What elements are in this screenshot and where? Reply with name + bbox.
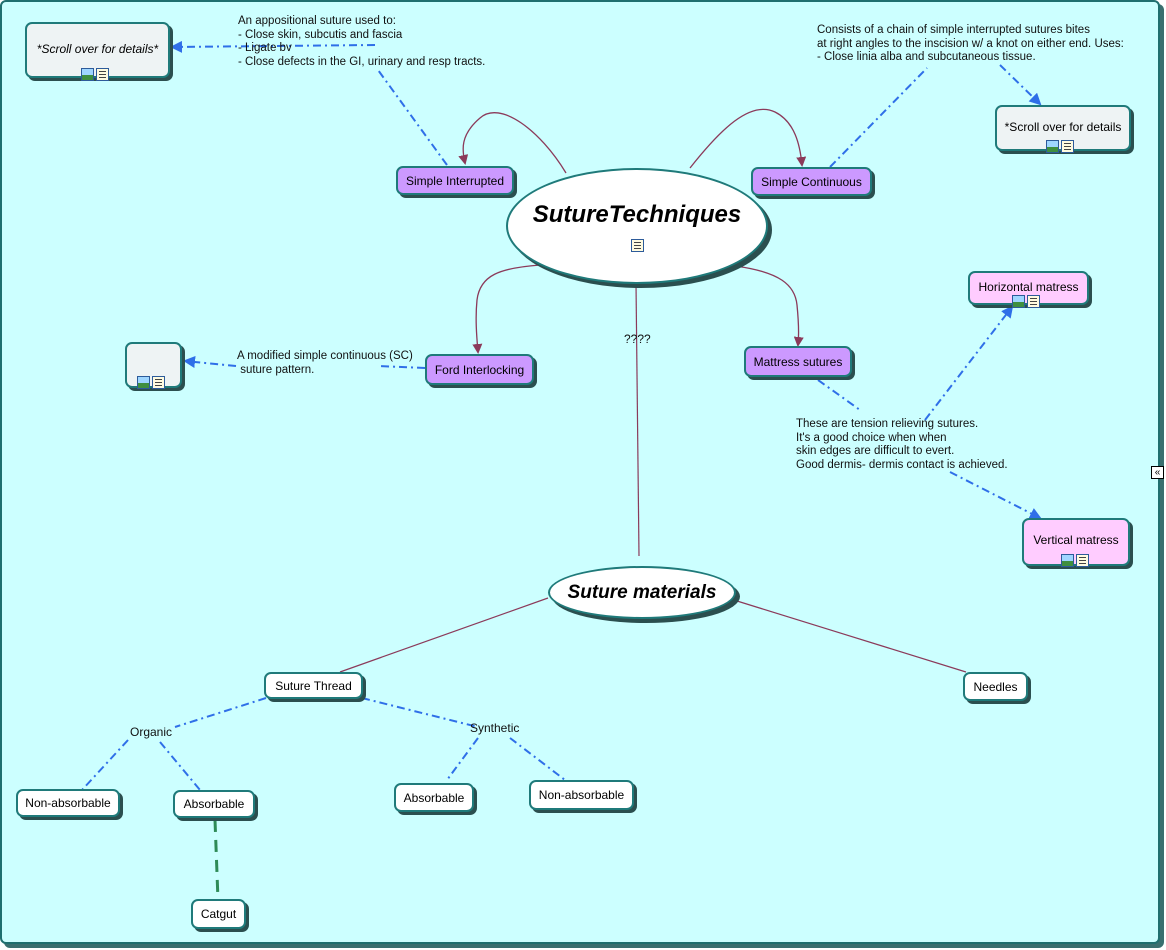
collapse-panel-icon[interactable]: « — [1151, 466, 1164, 479]
node-simple-continuous[interactable]: Simple Continuous — [751, 167, 872, 196]
detail-box-label: *Scroll over for details — [1004, 120, 1122, 134]
node-catgut[interactable]: Catgut — [191, 899, 246, 929]
note-icon[interactable] — [1076, 554, 1089, 567]
link-label-central-materials: ???? — [624, 332, 651, 346]
image-icon[interactable] — [1046, 140, 1059, 153]
node-label: Non-absorbable — [538, 788, 625, 802]
node-label: Absorbable — [403, 790, 465, 805]
note-ford-interlocking: A modified simple continuous (SC) suture… — [237, 350, 413, 376]
node-organic-absorbable[interactable]: Absorbable — [173, 790, 255, 818]
note-icon[interactable] — [1027, 295, 1040, 308]
note-simple-interrupted: An appositional suture used to: - Close … — [238, 15, 486, 68]
image-icon[interactable] — [137, 376, 150, 389]
node-organic-non-absorbable[interactable]: Non-absorbable — [16, 789, 120, 817]
node-label: Mattress sutures — [753, 354, 843, 369]
suture-materials-label: Suture materials — [567, 581, 717, 603]
node-suture-thread[interactable]: Suture Thread — [264, 672, 363, 699]
note-simple-continuous: Consists of a chain of simple interrupte… — [817, 24, 1124, 63]
label-organic: Organic — [130, 725, 173, 739]
node-label: Absorbable — [183, 797, 245, 811]
central-topic-label: SutureTechniques — [532, 200, 742, 228]
image-icon[interactable] — [1012, 295, 1025, 308]
node-label: Simple Interrupted — [405, 173, 505, 188]
node-label: Catgut — [200, 907, 237, 921]
detail-right-icons — [1046, 140, 1074, 153]
node-mattress-sutures[interactable]: Mattress sutures — [744, 346, 852, 377]
node-ford-interlocking[interactable]: Ford Interlocking — [425, 354, 534, 385]
node-needles[interactable]: Needles — [963, 672, 1028, 701]
detail-left-icons — [81, 68, 109, 81]
node-synthetic-non-absorbable[interactable]: Non-absorbable — [529, 780, 634, 810]
topic-suture-materials[interactable]: Suture materials — [548, 566, 736, 619]
note-mattress: These are tension relieving sutures. It'… — [796, 418, 1008, 471]
note-icon[interactable] — [630, 238, 644, 252]
label-synthetic: Synthetic — [470, 721, 520, 735]
image-icon[interactable] — [81, 68, 94, 81]
note-icon[interactable] — [96, 68, 109, 81]
node-simple-interrupted[interactable]: Simple Interrupted — [396, 166, 514, 195]
node-synthetic-absorbable[interactable]: Absorbable — [394, 783, 474, 812]
note-icon[interactable] — [152, 376, 165, 389]
node-label: Vertical matress — [1033, 533, 1119, 547]
image-icon[interactable] — [1061, 554, 1074, 567]
central-topic-suture-techniques[interactable]: SutureTechniques — [506, 168, 768, 284]
detail-ford-icons — [137, 376, 165, 389]
node-label: Non-absorbable — [25, 796, 111, 810]
note-icon[interactable] — [1061, 140, 1074, 153]
vertical-mattress-icons — [1061, 554, 1089, 567]
horizontal-mattress-icons — [1012, 295, 1040, 308]
detail-box-label: *Scroll over for details* — [36, 42, 159, 56]
node-label: Simple Continuous — [761, 174, 862, 189]
node-label: Horizontal matress — [978, 280, 1079, 294]
node-label: Suture Thread — [275, 678, 352, 693]
node-label: Needles — [973, 679, 1018, 694]
node-label: Ford Interlocking — [434, 362, 525, 377]
